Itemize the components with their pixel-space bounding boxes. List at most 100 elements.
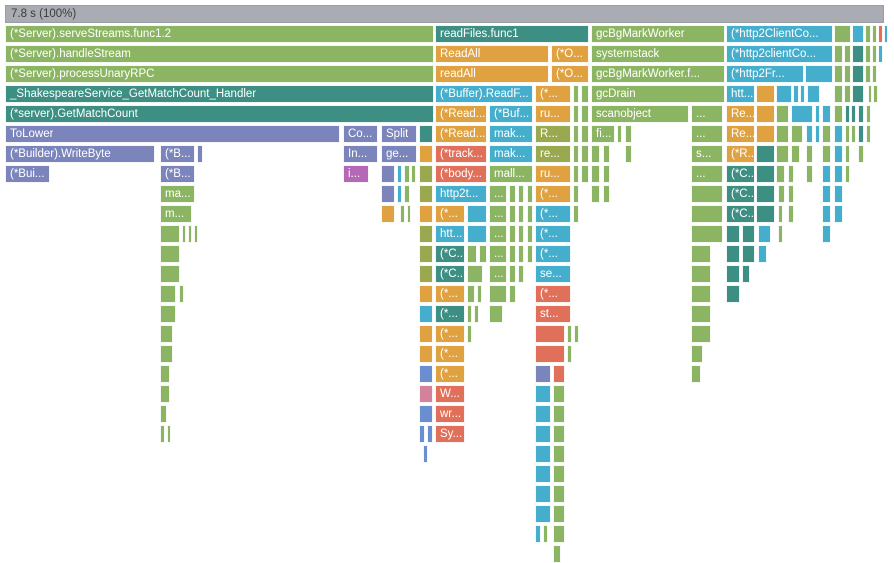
flame-frame-unlabeled[interactable] — [726, 285, 740, 303]
flame-frame-unlabeled[interactable] — [419, 385, 433, 403]
flame-frame-unlabeled[interactable] — [407, 205, 411, 223]
flame-frame-unlabeled[interactable] — [872, 45, 877, 63]
flame-frame-unlabeled[interactable] — [474, 305, 479, 323]
flame-frame-unlabeled[interactable] — [518, 225, 524, 243]
flame-frame-unlabeled[interactable] — [834, 145, 843, 163]
flame-frame-unlabeled[interactable] — [866, 125, 871, 143]
flame-frame-unlabeled[interactable] — [419, 245, 433, 263]
flame-frame[interactable]: http2t... — [435, 185, 487, 203]
flame-frame[interactable]: (*... — [535, 85, 571, 103]
flame-frame[interactable]: ru... — [535, 105, 571, 123]
flame-frame[interactable]: (*Read... — [435, 105, 487, 123]
flame-frame[interactable]: i... — [343, 165, 369, 183]
flame-frame[interactable]: re... — [535, 145, 571, 163]
flame-frame-unlabeled[interactable] — [518, 205, 524, 223]
flame-frame-unlabeled[interactable] — [822, 125, 831, 143]
flame-frame-unlabeled[interactable] — [397, 165, 402, 183]
flame-frame-unlabeled[interactable] — [756, 105, 775, 123]
flame-frame-unlabeled[interactable] — [553, 425, 565, 443]
flame-frame-unlabeled[interactable] — [527, 245, 533, 263]
flame-frame[interactable]: ToLower — [5, 125, 340, 143]
flame-frame-unlabeled[interactable] — [553, 385, 565, 403]
flame-frame[interactable]: st... — [535, 305, 571, 323]
flame-frame[interactable]: ... — [691, 165, 723, 183]
flame-frame-unlabeled[interactable] — [581, 105, 589, 123]
flame-frame-unlabeled[interactable] — [844, 65, 851, 83]
flame-frame-unlabeled[interactable] — [543, 525, 548, 543]
flame-frame[interactable]: (*O... — [551, 65, 589, 83]
flame-frame-unlabeled[interactable] — [591, 145, 600, 163]
flame-frame-unlabeled[interactable] — [509, 205, 516, 223]
flame-frame-unlabeled[interactable] — [404, 185, 410, 203]
flame-frame-unlabeled[interactable] — [776, 85, 792, 103]
flame-frame[interactable]: readFiles.func1 — [435, 25, 589, 43]
flame-frame-unlabeled[interactable] — [756, 165, 775, 183]
flame-frame-unlabeled[interactable] — [553, 545, 561, 563]
flame-frame-unlabeled[interactable] — [573, 85, 579, 103]
flame-frame-unlabeled[interactable] — [691, 265, 711, 283]
flame-frame-unlabeled[interactable] — [573, 125, 579, 143]
flame-frame-unlabeled[interactable] — [197, 145, 203, 163]
flame-frame-unlabeled[interactable] — [778, 185, 785, 203]
flame-frame[interactable]: htt... — [726, 85, 755, 103]
flame-frame[interactable]: (*B... — [160, 165, 195, 183]
flame-frame-unlabeled[interactable] — [381, 165, 395, 183]
flame-frame-unlabeled[interactable] — [726, 245, 740, 263]
flame-frame-unlabeled[interactable] — [822, 185, 831, 203]
flame-frame-unlabeled[interactable] — [806, 165, 813, 183]
flame-frame-unlabeled[interactable] — [603, 145, 610, 163]
flame-frame-unlabeled[interactable] — [852, 45, 864, 63]
flame-frame-unlabeled[interactable] — [573, 145, 579, 163]
flame-frame[interactable]: (*body... — [435, 165, 487, 183]
flame-frame[interactable]: (*track... — [435, 145, 487, 163]
flame-frame-unlabeled[interactable] — [160, 265, 180, 283]
flame-frame-unlabeled[interactable] — [423, 445, 428, 463]
flame-frame-unlabeled[interactable] — [865, 45, 871, 63]
flame-frame-unlabeled[interactable] — [800, 85, 805, 103]
flame-frame[interactable]: (*C... — [726, 185, 755, 203]
flame-frame[interactable]: s... — [691, 145, 723, 163]
flame-frame-unlabeled[interactable] — [878, 45, 883, 63]
flame-frame[interactable]: gcBgMarkWorker.f... — [591, 65, 725, 83]
flame-frame-unlabeled[interactable] — [788, 185, 794, 203]
flame-frame[interactable]: (*Buffer).ReadF... — [435, 85, 533, 103]
flame-frame-unlabeled[interactable] — [603, 165, 610, 183]
flame-frame-unlabeled[interactable] — [518, 265, 524, 283]
flame-frame-unlabeled[interactable] — [477, 285, 482, 303]
flame-frame-unlabeled[interactable] — [872, 65, 877, 83]
flame-frame-unlabeled[interactable] — [160, 325, 173, 343]
flame-frame[interactable]: (*Read... — [435, 125, 487, 143]
flame-frame-unlabeled[interactable] — [381, 185, 395, 203]
flame-frame-unlabeled[interactable] — [691, 365, 701, 383]
flame-frame-unlabeled[interactable] — [160, 345, 173, 363]
flame-frame[interactable]: Split — [381, 125, 417, 143]
flame-frame-unlabeled[interactable] — [509, 265, 516, 283]
flame-frame-unlabeled[interactable] — [527, 225, 533, 243]
flame-frame-unlabeled[interactable] — [553, 445, 565, 463]
flame-frame-unlabeled[interactable] — [625, 145, 632, 163]
flame-frame[interactable]: In... — [343, 145, 378, 163]
flame-frame-unlabeled[interactable] — [793, 85, 799, 103]
flame-frame-unlabeled[interactable] — [625, 125, 632, 143]
flame-frame[interactable]: (*http2clientCo... — [726, 45, 833, 63]
flame-frame-unlabeled[interactable] — [858, 105, 864, 123]
flame-frame[interactable]: m... — [160, 205, 192, 223]
flame-frame[interactable]: gcDrain — [591, 85, 725, 103]
flame-frame-unlabeled[interactable] — [467, 265, 483, 283]
flame-frame-unlabeled[interactable] — [858, 125, 864, 143]
flame-frame[interactable]: ... — [691, 125, 723, 143]
flame-frame-unlabeled[interactable] — [742, 225, 755, 243]
flame-frame-unlabeled[interactable] — [834, 125, 843, 143]
flame-frame[interactable]: (*C... — [435, 245, 465, 263]
flame-frame[interactable]: se... — [535, 265, 571, 283]
flame-frame[interactable]: (*B... — [160, 145, 195, 163]
flame-frame-unlabeled[interactable] — [179, 285, 184, 303]
flame-frame-unlabeled[interactable] — [873, 85, 878, 103]
flame-frame-unlabeled[interactable] — [160, 285, 176, 303]
flame-frame-unlabeled[interactable] — [489, 305, 503, 323]
flame-frame-unlabeled[interactable] — [381, 205, 395, 223]
flame-frame-unlabeled[interactable] — [419, 265, 433, 283]
flame-frame-unlabeled[interactable] — [865, 25, 871, 43]
flame-frame-unlabeled[interactable] — [535, 405, 551, 423]
flame-frame-unlabeled[interactable] — [834, 85, 843, 103]
